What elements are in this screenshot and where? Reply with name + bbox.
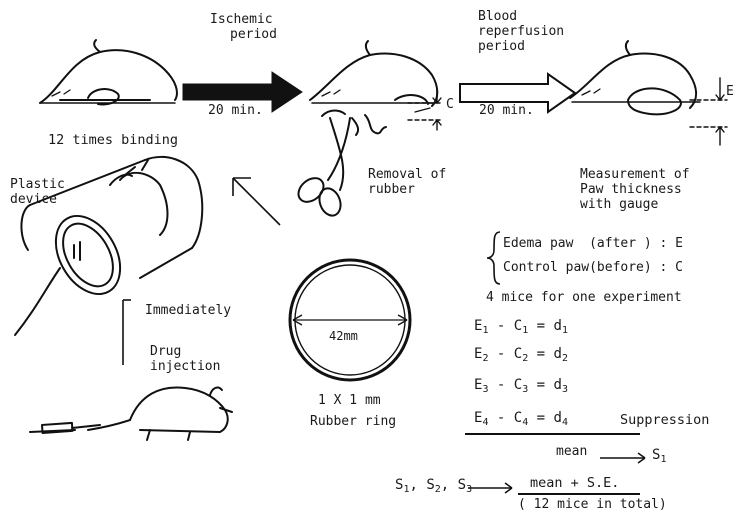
equation-row-1: E1 - C1 = d1 xyxy=(474,318,568,336)
rubber-ring-icon xyxy=(290,260,410,380)
reperfusion-duration: 20 min. xyxy=(479,103,534,118)
scissors-icon xyxy=(294,111,386,219)
s-list-label: S1, S2, S3 xyxy=(395,477,472,495)
immediately-arrow xyxy=(123,300,131,365)
edema-paw-label: Edema paw (after ) : E xyxy=(503,236,683,251)
equation-row-2: E2 - C2 = d2 xyxy=(474,346,568,364)
total-mice-label: ( 12 mice in total) xyxy=(518,497,667,512)
c-label: C xyxy=(446,97,454,112)
equation-row-3: E3 - C3 = d3 xyxy=(474,377,568,395)
binding-label: 12 times binding xyxy=(48,133,178,148)
ring-size-label: 1 X 1 mm xyxy=(318,393,381,408)
next-step-arrow xyxy=(233,178,280,225)
s1-label: S1 xyxy=(652,447,666,465)
mouse-ischemic-icon xyxy=(310,41,437,112)
suppression-label: Suppression xyxy=(620,413,709,428)
e-label: E xyxy=(726,84,734,99)
mice-per-experiment-label: 4 mice for one experiment xyxy=(486,290,682,305)
mouse-bound-icon xyxy=(40,40,177,104)
measure-bracket xyxy=(487,232,500,284)
ring-name-label: Rubber ring xyxy=(310,414,396,429)
mean-label: mean xyxy=(556,444,587,459)
control-paw-label: Control paw(before) : C xyxy=(503,260,683,275)
ring-diameter-label: 42mm xyxy=(329,329,358,344)
immediately-label: Immediately xyxy=(145,303,231,318)
mouse-injection-icon xyxy=(30,387,232,440)
equation-row-4: E4 - C4 = d4 xyxy=(474,410,568,428)
ischemic-duration: 20 min. xyxy=(208,103,263,118)
mouse-reperfused-icon xyxy=(570,41,700,114)
mean-se-label: mean + S.E. xyxy=(530,476,619,491)
